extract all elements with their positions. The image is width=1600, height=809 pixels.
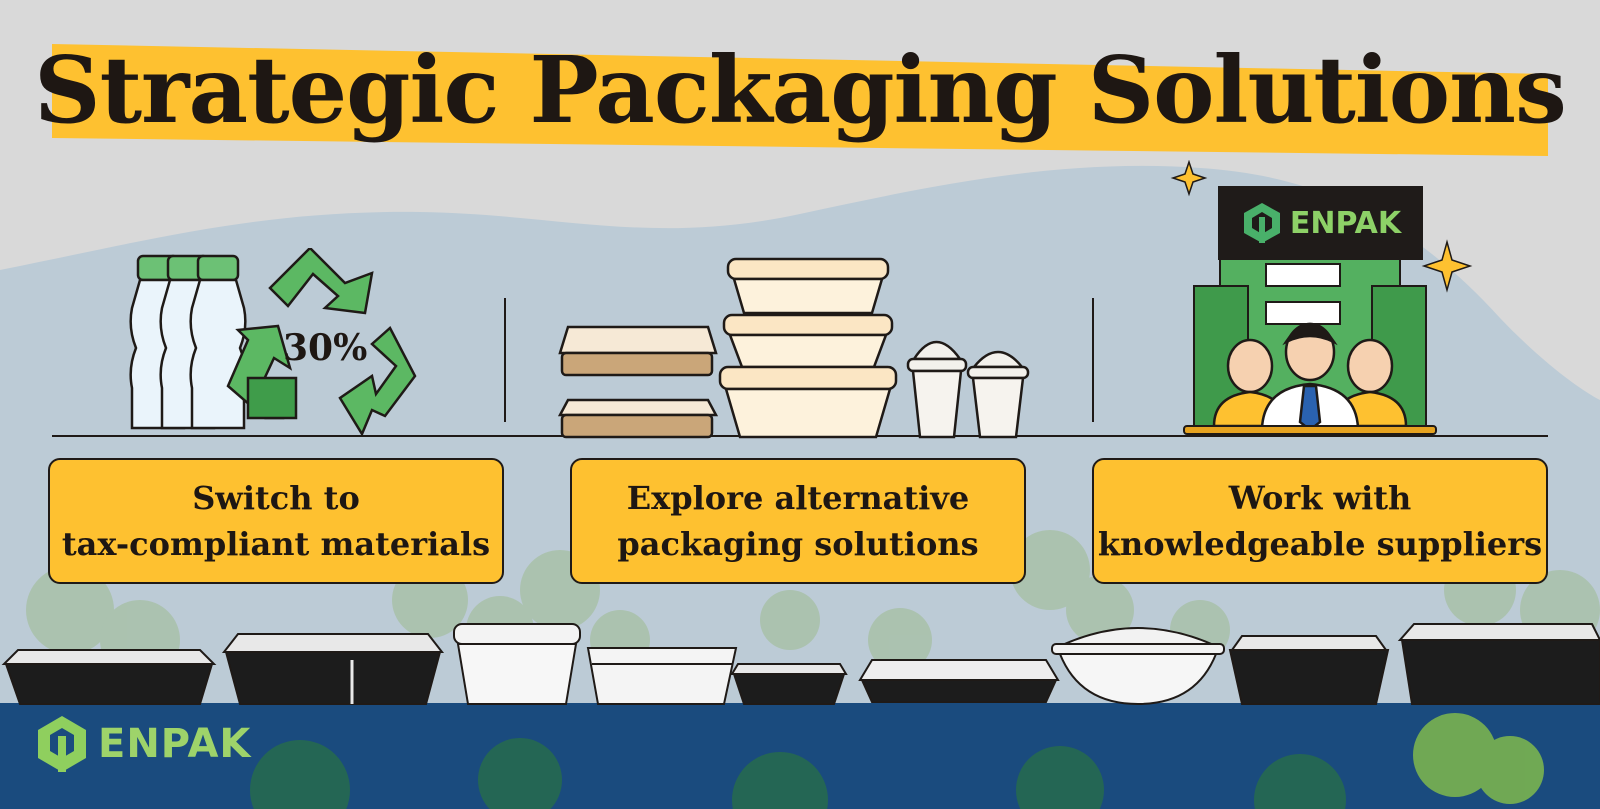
building-brand-name: ENPAK	[1289, 205, 1402, 241]
card-line-1: Work with	[1228, 479, 1412, 517]
building-sign: ENPAK	[1218, 186, 1423, 260]
enpak-logo-icon	[38, 716, 86, 772]
card-line-1: Switch to	[192, 479, 360, 517]
food-container-icon	[1, 649, 217, 705]
sparkle-icon	[1170, 160, 1473, 293]
card-line-1: Explore alternative	[626, 479, 970, 517]
person-icon	[1212, 322, 1408, 432]
cup-icon	[906, 340, 1030, 439]
container-row	[1, 623, 1600, 706]
food-container-icon	[730, 663, 848, 705]
enpak-logo-icon	[1243, 203, 1280, 243]
food-container-icon	[221, 633, 445, 705]
food-container-icon	[586, 647, 738, 705]
recycle-percent-label: 30%	[283, 327, 368, 369]
food-container-icon	[1051, 627, 1225, 706]
page-title: Strategic Packaging Solutions	[34, 36, 1567, 144]
card-explore-alternatives: Explore alternative packaging solutions	[570, 458, 1026, 584]
card-work-with-suppliers: Work with knowledgeable suppliers	[1092, 458, 1548, 584]
food-container-icon	[558, 257, 898, 439]
bottle-icon	[129, 254, 247, 430]
card-line-2: tax-compliant materials	[61, 525, 491, 563]
title-highlight	[52, 44, 1548, 156]
recycle-icon	[226, 248, 417, 437]
card-switch-materials: Switch to tax-compliant materials	[48, 458, 504, 584]
food-container-icon	[1397, 623, 1600, 705]
bottles-recycle-illustration	[129, 248, 417, 437]
alternative-containers-illustration	[558, 257, 1030, 439]
food-container-icon	[858, 659, 1060, 703]
footer-brand-name: ENPAK	[98, 721, 252, 767]
food-container-icon	[1228, 635, 1390, 705]
food-container-icon	[453, 623, 581, 705]
footer-logo: ENPAK	[34, 714, 251, 774]
card-line-2: packaging solutions	[617, 525, 979, 563]
card-line-2: knowledgeable suppliers	[1097, 525, 1543, 563]
supplier-building-illustration	[1170, 160, 1473, 435]
